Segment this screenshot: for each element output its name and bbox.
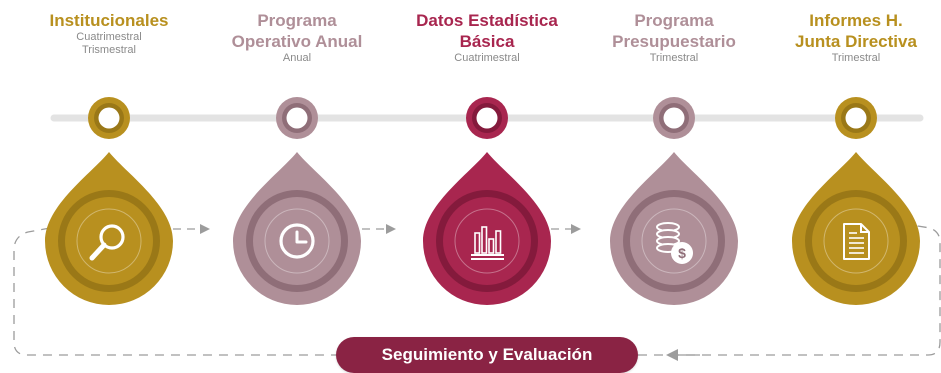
stage-heading-3: Datos Estadística Básica Cuatrimestral [397, 10, 577, 65]
magnifier-icon [89, 224, 125, 261]
clock-icon [279, 223, 315, 259]
footer-label: Seguimiento y Evaluación [336, 337, 638, 373]
stage-title-2: Programa Operativo Anual [231, 11, 363, 51]
stage-frequency-1: Cuatrimestral Trismestral [76, 31, 142, 56]
stage-node-5 [792, 97, 920, 305]
stage-frequency-4: Trimestral [649, 52, 699, 64]
connector-arrow-3 [571, 224, 581, 234]
feedback-loop-right [638, 223, 941, 356]
stage-node-4: $ [610, 97, 738, 305]
svg-text:$: $ [678, 245, 686, 261]
stage-title-1: Institucionales [49, 11, 169, 30]
stage-title-4: Programa Presupuestario [612, 11, 736, 51]
connector-arrow-1 [200, 224, 210, 234]
stage-frequency-5: Trimestral [831, 52, 881, 64]
stage-node-2 [233, 97, 361, 305]
bar-chart-icon [471, 226, 504, 260]
document-icon [843, 223, 870, 260]
stage-node-3 [423, 97, 551, 305]
stage-node-1 [45, 97, 173, 305]
stage-heading-2: Programa Operativo Anual Anual [207, 10, 387, 65]
stage-heading-1: Institucionales Cuatrimestral Trismestra… [19, 10, 199, 57]
stage-title-5: Informes H. Junta Directiva [795, 11, 917, 51]
coins-dollar-icon: $ [656, 222, 693, 264]
stage-title-3: Datos Estadística Básica [416, 11, 558, 51]
connector-arrow-2 [386, 224, 396, 234]
stage-heading-5: Informes H. Junta Directiva Trimestral [766, 10, 941, 65]
stage-frequency-3: Cuatrimestral [454, 52, 520, 64]
stage-heading-4: Programa Presupuestario Trimestral [584, 10, 764, 65]
feedback-arrow-head [666, 349, 678, 361]
stage-frequency-2: Anual [282, 52, 312, 64]
